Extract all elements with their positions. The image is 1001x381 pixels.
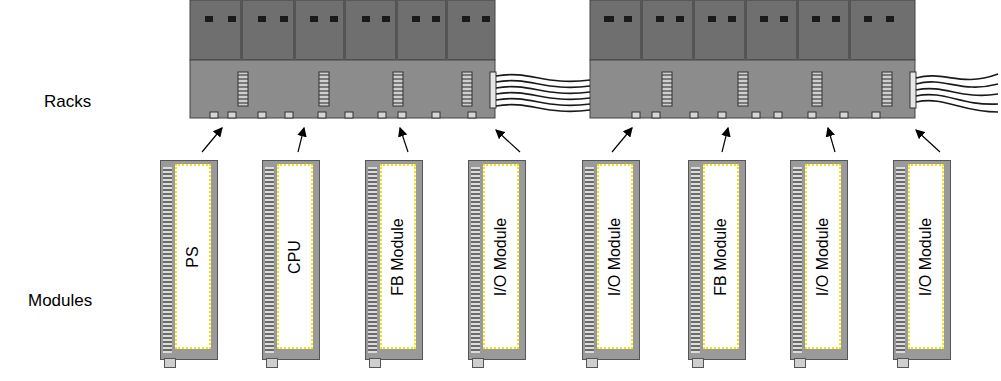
- module-name: FB Module: [712, 218, 730, 295]
- label-panel: I/O Module: [483, 164, 519, 349]
- module-name: PS: [184, 246, 202, 267]
- label-panel: I/O Module: [805, 164, 841, 349]
- section-label: Racks: [44, 92, 91, 112]
- module-card: PS: [160, 160, 218, 360]
- connector-strip: [265, 167, 274, 353]
- module-latch: [586, 358, 598, 368]
- section-label: Modules: [28, 291, 92, 311]
- connector-strip: [471, 167, 480, 353]
- module-name: I/O Module: [917, 217, 935, 295]
- label-panel: I/O Module: [597, 164, 633, 349]
- connector-strip: [896, 167, 905, 353]
- label-panel: PS: [175, 164, 211, 349]
- label-panel: I/O Module: [908, 164, 944, 349]
- module-latch: [692, 358, 704, 368]
- module-card: FB Module: [688, 160, 746, 360]
- module-latch: [164, 358, 176, 368]
- module-latch: [472, 358, 484, 368]
- module-card: FB Module: [365, 160, 423, 360]
- module-card: I/O Module: [893, 160, 951, 360]
- module-name: FB Module: [389, 218, 407, 295]
- module-card: CPU: [262, 160, 320, 360]
- label-panel: FB Module: [380, 164, 416, 349]
- module-name: I/O Module: [814, 217, 832, 295]
- module-card: I/O Module: [582, 160, 640, 360]
- module-name: I/O Module: [492, 217, 510, 295]
- module-latch: [794, 358, 806, 368]
- connector-strip: [163, 167, 172, 353]
- connector-strip: [585, 167, 594, 353]
- module-card: I/O Module: [790, 160, 848, 360]
- module-latch: [369, 358, 381, 368]
- rack: [590, 0, 916, 118]
- pointer-arrow: [202, 128, 940, 152]
- rack: [190, 0, 496, 118]
- label-panel: CPU: [277, 164, 313, 349]
- connector-strip: [691, 167, 700, 353]
- connector-strip: [793, 167, 802, 353]
- module-latch: [897, 358, 909, 368]
- module-latch: [266, 358, 278, 368]
- module-name: I/O Module: [606, 217, 624, 295]
- module-name: CPU: [286, 240, 304, 274]
- ribbon-cable: [496, 74, 998, 112]
- label-panel: FB Module: [703, 164, 739, 349]
- connector-strip: [368, 167, 377, 353]
- module-card: I/O Module: [468, 160, 526, 360]
